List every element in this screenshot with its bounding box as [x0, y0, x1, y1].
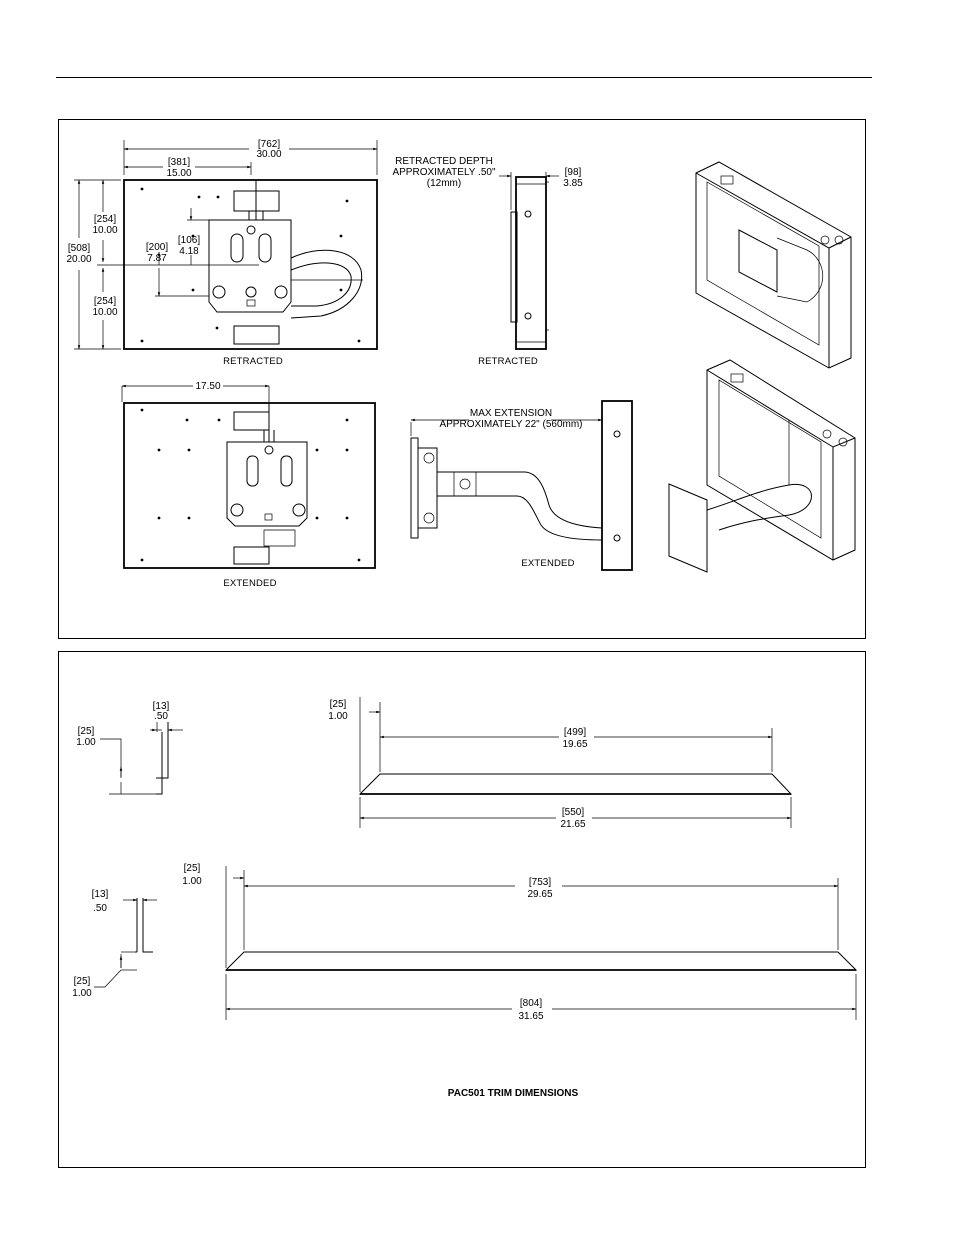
large-trim-lip-in: 1.00 [72, 988, 92, 999]
side-extended-view: MAX EXTENSION APPROXIMATELY 22" (560mm) … [410, 400, 633, 571]
max-extension-note-1: MAX EXTENSION [470, 408, 552, 419]
retracted-depth-note-3: (12mm) [427, 178, 461, 189]
large-trim-lip-mm: [25] [74, 976, 91, 987]
retracted-depth-mm: [98] [565, 167, 582, 178]
mount-dimensions-panel: [762] 30.00 [381] 15.00 [508] 20.00 [254… [58, 119, 866, 639]
extended-offset: 17.50 [195, 381, 220, 392]
plate-center-mm: [200] [146, 242, 168, 253]
iso-retracted-view [695, 161, 852, 369]
side-extended-caption: EXTENDED [521, 558, 574, 569]
long-trim-elevation: [25] 1.00 [753] 29.65 [804] 31.65 [182, 863, 858, 1022]
long-trim-lip-mm: [25] [184, 863, 201, 874]
long-trim-inner-mm: [753] [529, 877, 551, 888]
small-trim-lip-in: 1.00 [76, 737, 96, 748]
front-retracted-view: [762] 30.00 [381] 15.00 [508] 20.00 [254… [66, 139, 378, 367]
plate-center-in: 7.87 [147, 253, 167, 264]
small-trim-thickness-mm: [13] [153, 701, 170, 712]
short-trim-inner-mm: [499] [564, 727, 586, 738]
long-trim-outer-in: 31.65 [518, 1011, 543, 1022]
front-extended-view: 17.50 EXTENDED [121, 381, 376, 589]
front-extended-caption: EXTENDED [223, 578, 276, 589]
lower-half-mm: [254] [94, 296, 116, 307]
small-trim-lip-mm: [25] [78, 726, 95, 737]
large-trim-thickness-mm: [13] [92, 889, 109, 900]
short-trim-lip-in: 1.00 [328, 711, 348, 722]
header-rule [56, 77, 872, 78]
short-trim-inner-in: 19.65 [562, 739, 587, 750]
retracted-depth-in: 3.85 [563, 178, 583, 189]
trim-dimensions-title: PAC501 TRIM DIMENSIONS [448, 1088, 579, 1099]
short-trim-outer-mm: [550] [562, 807, 584, 818]
front-retracted-caption: RETRACTED [223, 356, 283, 367]
long-trim-outer-mm: [804] [520, 998, 542, 1009]
side-retracted-view: RETRACTED DEPTH APPROXIMATELY .50" (12mm… [392, 156, 583, 367]
overall-width-in: 30.00 [256, 149, 281, 160]
mount-dimensions-drawing: [762] 30.00 [381] 15.00 [508] 20.00 [254… [66, 139, 856, 589]
long-trim-inner-in: 29.65 [527, 889, 552, 900]
large-trim-profile: [13] .50 [25] 1.00 [72, 889, 157, 999]
overall-height-in: 20.00 [66, 254, 91, 265]
trim-dimensions-drawing: [13] .50 [25] 1.00 [25] 1.00 [499] 19.65… [72, 697, 858, 1099]
large-trim-thickness-in: .50 [93, 903, 107, 914]
retracted-depth-note-2: APPROXIMATELY .50" [392, 167, 495, 178]
side-retracted-caption: RETRACTED [478, 356, 538, 367]
small-trim-thickness-in: .50 [154, 711, 168, 722]
upper-half-mm: [254] [94, 214, 116, 225]
short-trim-elevation: [25] 1.00 [499] 19.65 [550] 21.65 [328, 697, 793, 830]
plate-upper-in: 4.18 [179, 246, 199, 257]
upper-half-in: 10.00 [92, 225, 117, 236]
retracted-depth-note-1: RETRACTED DEPTH [395, 156, 493, 167]
half-width-mm: [381] [168, 157, 190, 168]
long-trim-lip-in: 1.00 [182, 876, 202, 887]
plate-upper-mm: [106] [178, 235, 200, 246]
short-trim-lip-mm: [25] [330, 699, 347, 710]
small-trim-profile: [13] .50 [25] 1.00 [76, 701, 183, 795]
max-extension-note-2: APPROXIMATELY 22" (560mm) [439, 419, 582, 430]
iso-extended-view [668, 359, 856, 573]
lower-half-in: 10.00 [92, 307, 117, 318]
overall-width-mm: [762] [258, 139, 280, 150]
half-width-in: 15.00 [166, 168, 191, 179]
overall-height-mm: [508] [68, 243, 90, 254]
trim-dimensions-panel: [13] .50 [25] 1.00 [25] 1.00 [499] 19.65… [58, 651, 866, 1168]
short-trim-outer-in: 21.65 [560, 819, 585, 830]
